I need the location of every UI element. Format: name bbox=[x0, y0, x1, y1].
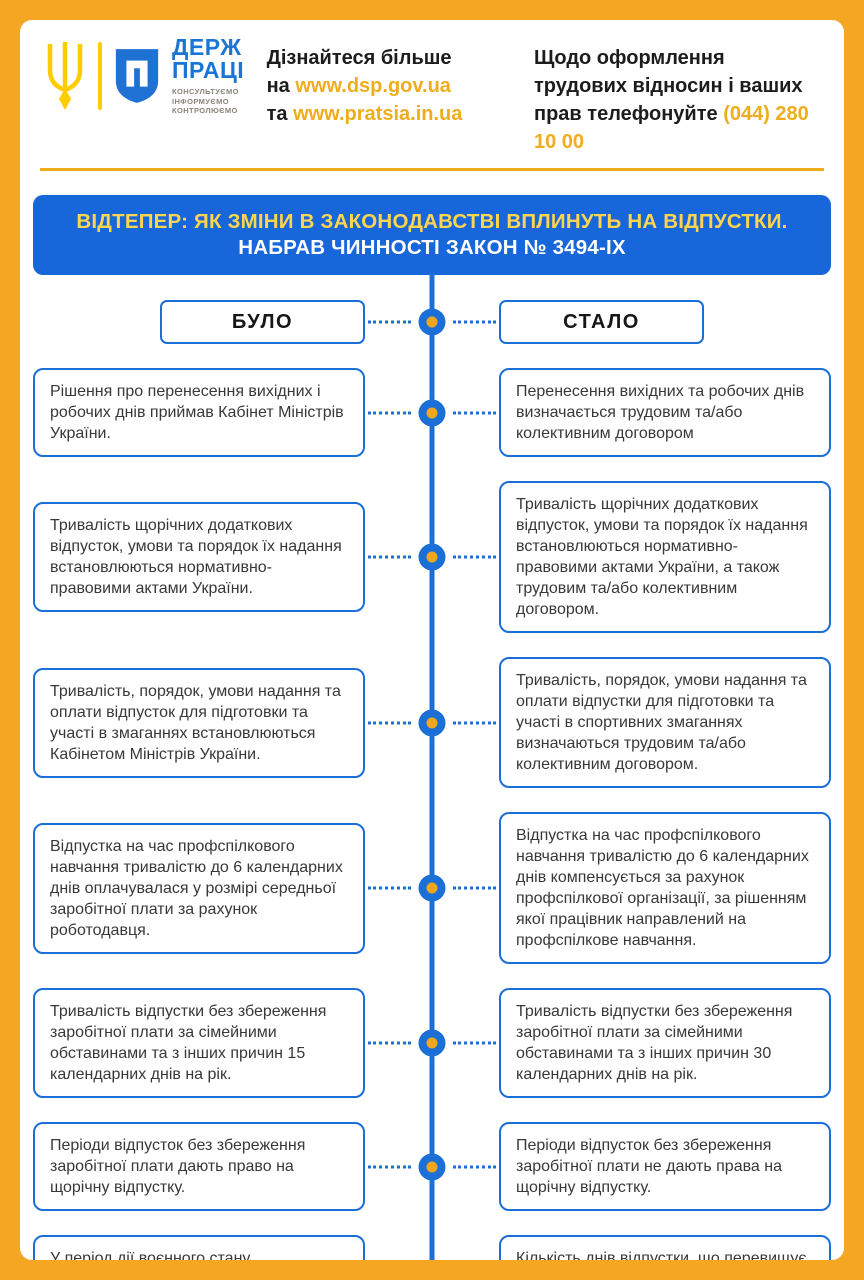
comparison-row: Тривалість щорічних додаткових відпусток… bbox=[33, 455, 831, 659]
timeline-dot bbox=[418, 308, 446, 336]
timeline-dot-center bbox=[426, 407, 438, 418]
timeline-dot-center bbox=[426, 1037, 438, 1049]
timeline-dot-center bbox=[426, 1161, 438, 1172]
dotted-connector-right bbox=[453, 320, 496, 324]
infographic-page: ДЕРЖ ПРАЦІ КОНСУЛЬТУЄМО ІНФОРМУЄМО КОНТР… bbox=[20, 20, 844, 1260]
url-prefix: та bbox=[266, 103, 294, 125]
timeline-node bbox=[365, 962, 499, 1124]
comparison-row: Тривалість, порядок, умови надання та оп… bbox=[33, 631, 831, 814]
phone-link[interactable]: (044) 280 10 00 bbox=[534, 103, 809, 153]
column-header-row: БУЛО СТАЛО bbox=[33, 273, 831, 370]
dotted-connector-right bbox=[453, 555, 496, 559]
logo-text: ДЕРЖ ПРАЦІ КОНСУЛЬТУЄМО ІНФОРМУЄМО КОНТР… bbox=[172, 36, 244, 116]
timeline-dot bbox=[418, 874, 446, 902]
was-card: Тривалість відпустки без збереження заро… bbox=[33, 988, 365, 1098]
header: ДЕРЖ ПРАЦІ КОНСУЛЬТУЄМО ІНФОРМУЄМО КОНТР… bbox=[20, 20, 844, 156]
timeline-dot bbox=[418, 1029, 446, 1057]
trident-icon bbox=[47, 41, 83, 110]
now-card: Тривалість щорічних додаткових відпусток… bbox=[499, 481, 831, 633]
dotted-connector-left bbox=[368, 886, 411, 890]
header-divider bbox=[40, 168, 824, 171]
column-header-now: СТАЛО bbox=[499, 300, 704, 344]
now-card: Кількість днів відпустки, що перевищує 2… bbox=[499, 1235, 831, 1260]
learn-more-line: на www.dsp.gov.ua bbox=[267, 72, 512, 100]
learn-more-title: Дізнайтеся більше bbox=[266, 47, 452, 69]
was-card: Відпустка на час профспілкового навчання… bbox=[33, 822, 365, 954]
was-card: Періоди відпусток без збереження заробіт… bbox=[33, 1122, 365, 1211]
now-card: Тривалість, порядок, умови надання та оп… bbox=[499, 657, 831, 788]
dsp-url-link[interactable]: www.dsp.gov.ua bbox=[295, 75, 451, 97]
title-banner: ВІДТЕПЕР: ЯК ЗМІНИ В ЗАКОНОДАВСТВІ ВПЛИН… bbox=[33, 195, 831, 275]
timeline-dot bbox=[418, 1153, 446, 1180]
banner-title-line2: НАБРАВ ЧИННОСТІ ЗАКОН № 3494-ІХ bbox=[238, 236, 626, 259]
dotted-connector-left bbox=[368, 411, 411, 414]
comparison-row: Відпустка на час профспілкового навчання… bbox=[33, 786, 831, 990]
timeline-dot-center bbox=[426, 551, 438, 563]
shield-icon bbox=[115, 48, 159, 103]
tagline-line: КОНТРОЛЮЄМО bbox=[172, 106, 238, 115]
comparison-row: Періоди відпусток без збереження заробіт… bbox=[33, 1096, 831, 1237]
timeline-node bbox=[365, 1209, 499, 1260]
timeline-dot bbox=[418, 399, 446, 426]
pratsia-url-link[interactable]: www.pratsia.in.ua bbox=[293, 103, 463, 125]
learn-more-line: та www.pratsia.in.ua bbox=[267, 100, 512, 128]
was-card: У період дії воєнного стану роботодавець… bbox=[33, 1235, 365, 1260]
tagline-line: ІНФОРМУЄМО bbox=[172, 96, 229, 106]
dotted-connector-left bbox=[368, 320, 411, 324]
dotted-connector-left bbox=[368, 721, 411, 724]
dotted-connector-right bbox=[453, 886, 496, 890]
was-card: Тривалість щорічних додаткових відпусток… bbox=[33, 502, 365, 612]
now-card: Відпустка на час профспілкового навчання… bbox=[499, 812, 831, 964]
dsp-logo: ДЕРЖ ПРАЦІ КОНСУЛЬТУЄМО ІНФОРМУЄМО КОНТР… bbox=[42, 36, 244, 116]
comparison-timeline: БУЛО СТАЛО Рішення про перенесення вихід… bbox=[20, 273, 844, 1260]
dotted-connector-left bbox=[368, 1165, 411, 1168]
comparison-row: Рішення про перенесення вихідних і робоч… bbox=[33, 342, 831, 483]
contact-text: Щодо оформлення трудових відносин і ваши… bbox=[534, 47, 803, 125]
timeline-node bbox=[365, 1096, 499, 1237]
url-prefix: на bbox=[266, 75, 296, 97]
timeline-node bbox=[365, 455, 499, 659]
comparison-row: У період дії воєнного стану роботодавець… bbox=[33, 1209, 831, 1260]
contact-block: Щодо оформлення трудових відносин і ваши… bbox=[534, 36, 822, 156]
banner-title-line1: ВІДТЕПЕР: ЯК ЗМІНИ В ЗАКОНОДАВСТВІ ВПЛИН… bbox=[76, 210, 788, 233]
logo-title-line2: ПРАЦІ bbox=[172, 57, 245, 83]
timeline-dot-center bbox=[426, 316, 438, 328]
was-card: Рішення про перенесення вихідних і робоч… bbox=[33, 368, 365, 457]
was-card: Тривалість, порядок, умови надання та оп… bbox=[33, 667, 365, 778]
timeline-node bbox=[365, 342, 499, 483]
timeline-node bbox=[365, 273, 499, 370]
dotted-connector-right bbox=[453, 721, 496, 724]
dotted-connector-right bbox=[453, 1165, 496, 1168]
logo-tagline: КОНСУЛЬТУЄМО ІНФОРМУЄМО КОНТРОЛЮЄМО bbox=[172, 87, 244, 116]
now-card: Перенесення вихідних та робочих днів виз… bbox=[499, 368, 831, 457]
comparison-row: Тривалість відпустки без збереження заро… bbox=[33, 962, 831, 1124]
timeline-line bbox=[429, 1209, 435, 1260]
timeline-dot-center bbox=[426, 717, 438, 728]
dotted-connector-left bbox=[368, 1041, 411, 1045]
logo-divider-bar bbox=[98, 41, 102, 110]
now-card: Тривалість відпустки без збереження заро… bbox=[499, 988, 831, 1098]
timeline-dot bbox=[418, 709, 446, 736]
now-card: Періоди відпусток без збереження заробіт… bbox=[499, 1122, 831, 1211]
timeline-node bbox=[365, 786, 499, 990]
logo-title-line1: ДЕРЖ bbox=[172, 34, 242, 60]
timeline-dot bbox=[418, 543, 446, 571]
timeline-node bbox=[365, 631, 499, 814]
dotted-connector-right bbox=[453, 1041, 496, 1045]
tagline-line: КОНСУЛЬТУЄМО bbox=[172, 87, 239, 96]
timeline-dot-center bbox=[426, 882, 438, 894]
dotted-connector-right bbox=[453, 411, 496, 414]
column-header-was: БУЛО bbox=[160, 300, 365, 344]
dotted-connector-left bbox=[368, 555, 411, 559]
learn-more-block: Дізнайтеся більше на www.dsp.gov.ua та w… bbox=[267, 36, 512, 128]
